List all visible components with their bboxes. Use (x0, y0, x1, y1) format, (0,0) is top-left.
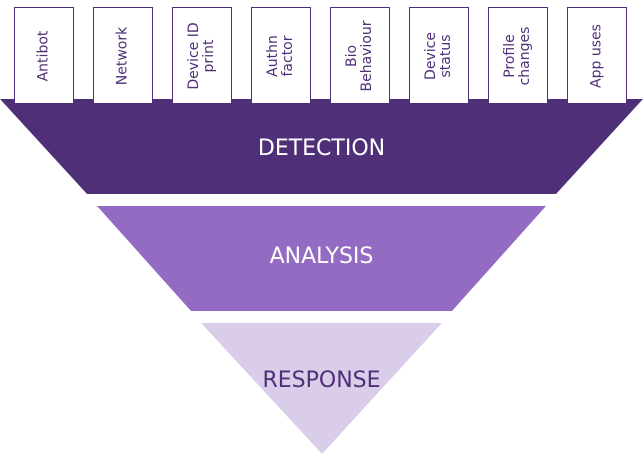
analysis-label: ANALYSIS (269, 244, 374, 269)
response-stage-shape (201, 323, 442, 454)
input-label: Antibot (35, 30, 52, 81)
input-box-network: Network (93, 7, 153, 104)
input-box-bio-behaviour: Bio Behaviour (330, 7, 390, 104)
input-box-profile-changes: Profile changes (488, 7, 548, 104)
input-label: Device ID print (186, 21, 217, 90)
input-box-app-uses: App uses (567, 7, 627, 104)
detection-label: DETECTION (257, 136, 386, 161)
input-label: Device status (423, 31, 454, 80)
input-label: Network (114, 26, 131, 85)
input-label: Profile changes (502, 26, 533, 85)
input-label: Authn factor (265, 34, 296, 77)
input-box-device-status: Device status (409, 7, 469, 104)
input-box-device-id-print: Device ID print (172, 7, 232, 104)
analysis-stage-shape (97, 206, 546, 311)
input-box-antibot: Antibot (14, 7, 74, 104)
detection-stage-shape (0, 99, 643, 194)
input-label: Bio Behaviour (344, 19, 375, 92)
input-label: App uses (588, 23, 605, 88)
response-label: RESPONSE (262, 368, 381, 393)
input-box-authn-factor: Authn factor (251, 7, 311, 104)
